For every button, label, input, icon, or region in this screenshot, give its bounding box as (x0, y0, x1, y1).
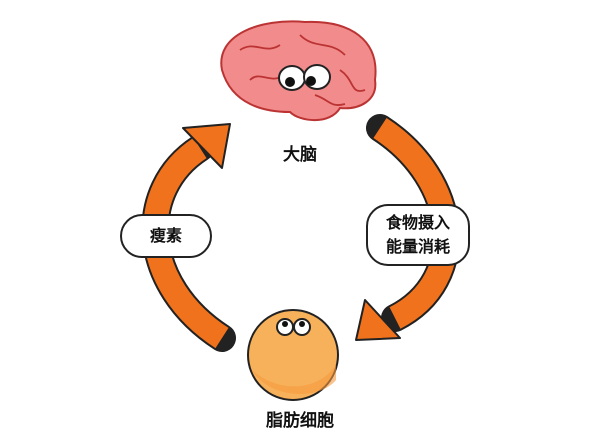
leptin-text: 瘦素 (149, 226, 182, 245)
intake-expenditure-label: 食物摄入 能量消耗 (366, 204, 470, 266)
brain-label: 大脑 (283, 145, 317, 165)
brain-illustration (220, 20, 377, 122)
food-intake-text: 食物摄入 (385, 213, 450, 232)
energy-expenditure-text: 能量消耗 (385, 237, 450, 256)
fat-cell-illustration (247, 309, 339, 401)
fat-cell-label: 脂肪细胞 (266, 411, 334, 431)
leptin-label: 瘦素 (120, 214, 212, 258)
